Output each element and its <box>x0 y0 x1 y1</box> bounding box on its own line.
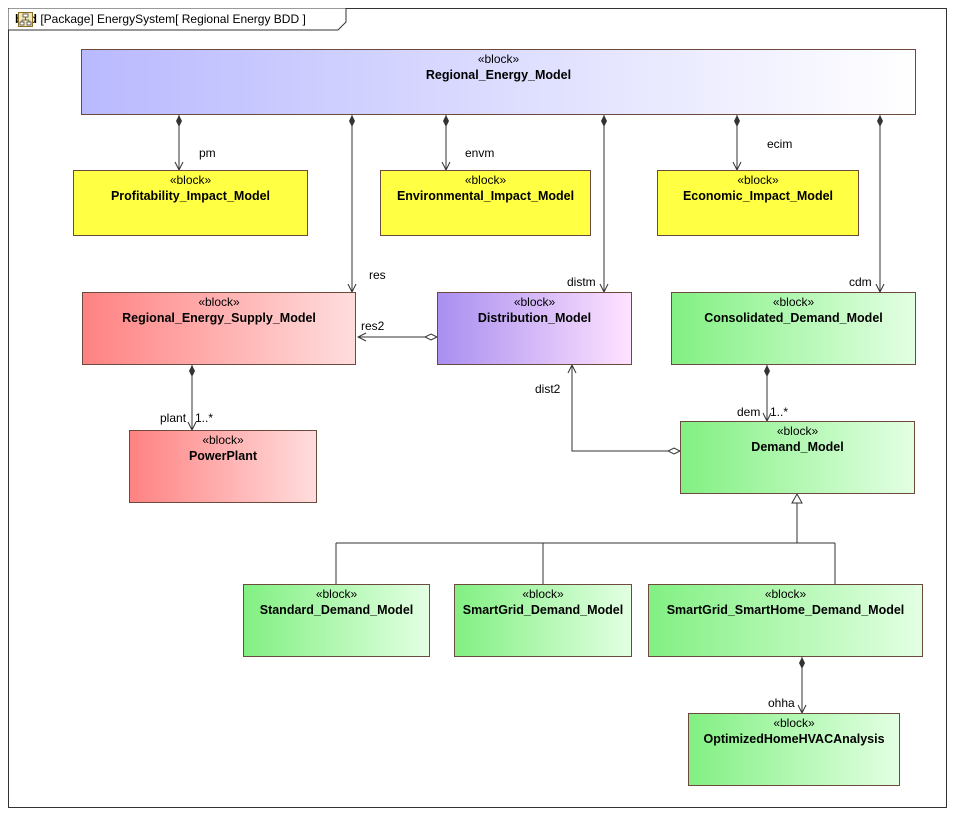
stereotype-label: «block» <box>169 173 212 187</box>
stereotype-label: «block» <box>315 587 358 601</box>
role-label-distm: distm <box>567 275 596 289</box>
association-res2[interactable] <box>358 334 439 340</box>
association-pm[interactable] <box>176 115 182 170</box>
diagram-frame <box>8 8 947 808</box>
frame-tab-outline <box>8 8 347 31</box>
block-name: Consolidated_Demand_Model <box>704 311 883 325</box>
block-demand-model[interactable]: «block» Demand_Model <box>680 421 915 494</box>
block-distribution-model[interactable]: «block» Distribution_Model <box>437 292 632 365</box>
block-name: SmartGrid_SmartHome_Demand_Model <box>666 603 905 617</box>
role-label-ecim: ecim <box>767 137 793 151</box>
role-label-cdm: cdm <box>849 275 872 289</box>
block-name: Regional_Energy_Model <box>425 68 572 82</box>
association-envm[interactable] <box>443 115 449 170</box>
association-dem[interactable] <box>764 365 770 421</box>
role-label-res2: res2 <box>361 319 385 333</box>
block-name: Demand_Model <box>751 440 844 454</box>
stereotype-label: «block» <box>776 424 819 438</box>
block-name: Economic_Impact_Model <box>682 189 834 203</box>
stereotype-label: «block» <box>522 587 564 601</box>
stereotype-label: «block» <box>477 52 520 66</box>
role-label-ohha: ohha <box>768 696 795 710</box>
block-name: SmartGrid_Demand_Model <box>462 603 624 617</box>
stereotype-label: «block» <box>202 433 244 447</box>
frame-package: [Package] EnergySystem <box>40 12 176 26</box>
role-label-plant: plant <box>160 411 187 425</box>
association-ecim[interactable] <box>734 115 740 170</box>
multiplicity-plant: 1..* <box>195 411 214 425</box>
association-ohha[interactable] <box>799 657 805 713</box>
multiplicity-dem: 1..* <box>770 405 789 419</box>
block-environmental-impact-model[interactable]: «block» Environmental_Impact_Model <box>380 170 591 236</box>
stereotype-label: «block» <box>772 295 815 309</box>
association-plant[interactable] <box>189 365 195 430</box>
block-consolidated-demand-model[interactable]: «block» Consolidated_Demand_Model <box>671 292 916 365</box>
block-standard-demand-model[interactable]: «block» Standard_Demand_Model <box>243 584 430 657</box>
stereotype-label: «block» <box>764 587 807 601</box>
association-distm[interactable] <box>601 115 607 292</box>
role-label-envm: envm <box>465 146 495 160</box>
block-regional-energy-model[interactable]: «block» Regional_Energy_Model <box>81 49 916 115</box>
association-res[interactable] <box>349 115 355 292</box>
stereotype-label: «block» <box>198 295 240 309</box>
block-regional-energy-supply-model[interactable]: «block» Regional_Energy_Supply_Model <box>82 292 356 365</box>
stereotype-label: «block» <box>513 295 556 309</box>
role-label-dem: dem <box>737 405 761 419</box>
generalization-tree[interactable] <box>335 492 836 584</box>
block-smartgrid-smarthome-demand-model[interactable]: «block» SmartGrid_SmartHome_Demand_Model <box>648 584 923 657</box>
stereotype-label: «block» <box>737 173 779 187</box>
block-name: Environmental_Impact_Model <box>396 189 575 203</box>
block-smartgrid-demand-model[interactable]: «block» SmartGrid_Demand_Model <box>454 584 632 657</box>
association-cdm[interactable] <box>877 115 883 292</box>
block-name: Distribution_Model <box>477 311 592 325</box>
association-dist2[interactable] <box>572 365 682 455</box>
bdd-diagram-icon <box>18 12 33 27</box>
block-name: PowerPlant <box>188 449 258 463</box>
frame-diagram-name: Regional Energy BDD <box>181 12 300 26</box>
block-profitability-impact-model[interactable]: «block» Profitability_Impact_Model <box>73 170 308 236</box>
role-label-res: res <box>369 268 386 282</box>
role-label-dist2: dist2 <box>535 382 561 396</box>
block-name: Standard_Demand_Model <box>259 603 414 617</box>
block-optimized-home-hvac-analysis[interactable]: «block» OptimizedHomeHVACAnalysis <box>688 713 900 786</box>
stereotype-label: «block» <box>773 716 815 730</box>
role-label-pm: pm <box>199 146 216 160</box>
block-powerplant[interactable]: «block» PowerPlant <box>129 430 317 503</box>
stereotype-label: «block» <box>464 173 507 187</box>
block-economic-impact-model[interactable]: «block» Economic_Impact_Model <box>657 170 859 236</box>
block-name: OptimizedHomeHVACAnalysis <box>703 732 885 746</box>
block-name: Regional_Energy_Supply_Model <box>122 311 316 325</box>
block-name: Profitability_Impact_Model <box>110 189 271 203</box>
